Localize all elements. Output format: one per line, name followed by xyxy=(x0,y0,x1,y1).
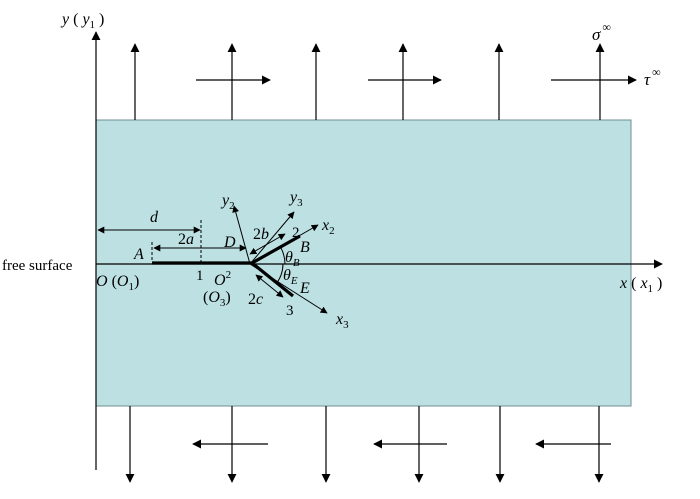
x-axis-label: x ( x1 ) xyxy=(619,275,662,295)
point-a-label: A xyxy=(133,246,144,263)
d-label: d xyxy=(150,209,159,226)
point-d-label: D xyxy=(223,234,236,251)
sigma-arrows-top xyxy=(130,43,605,120)
sigma-infinity-label: σ∞ xyxy=(592,20,611,44)
2b-label: 2b xyxy=(253,226,269,243)
x3-label: x3 xyxy=(335,311,349,331)
y2-label: y2 xyxy=(220,192,235,212)
theta-b-label: θB xyxy=(285,249,300,269)
2a-label: 2a xyxy=(178,231,194,248)
theta-e-label: θE xyxy=(283,267,298,287)
crack-2-label: 2 xyxy=(292,225,300,241)
free-surface-label: free surface xyxy=(2,258,73,274)
o3-label: (O3) xyxy=(203,289,231,309)
y3-label: y3 xyxy=(288,189,303,209)
y-axis-label: y ( y1 ) xyxy=(60,11,104,31)
x2-label: x2 xyxy=(321,217,335,237)
point-b-label: B xyxy=(300,239,310,256)
crack-1-label: 1 xyxy=(196,268,204,284)
crack-3-label: 3 xyxy=(286,303,294,319)
o2-label: O2 xyxy=(214,269,231,289)
dimension-lines xyxy=(97,220,286,298)
origin-label: O (O1) xyxy=(96,273,139,293)
2c-label: 2c xyxy=(248,291,263,308)
point-e-label: E xyxy=(299,280,310,297)
tau-infinity-label: τ∞ xyxy=(644,65,661,89)
